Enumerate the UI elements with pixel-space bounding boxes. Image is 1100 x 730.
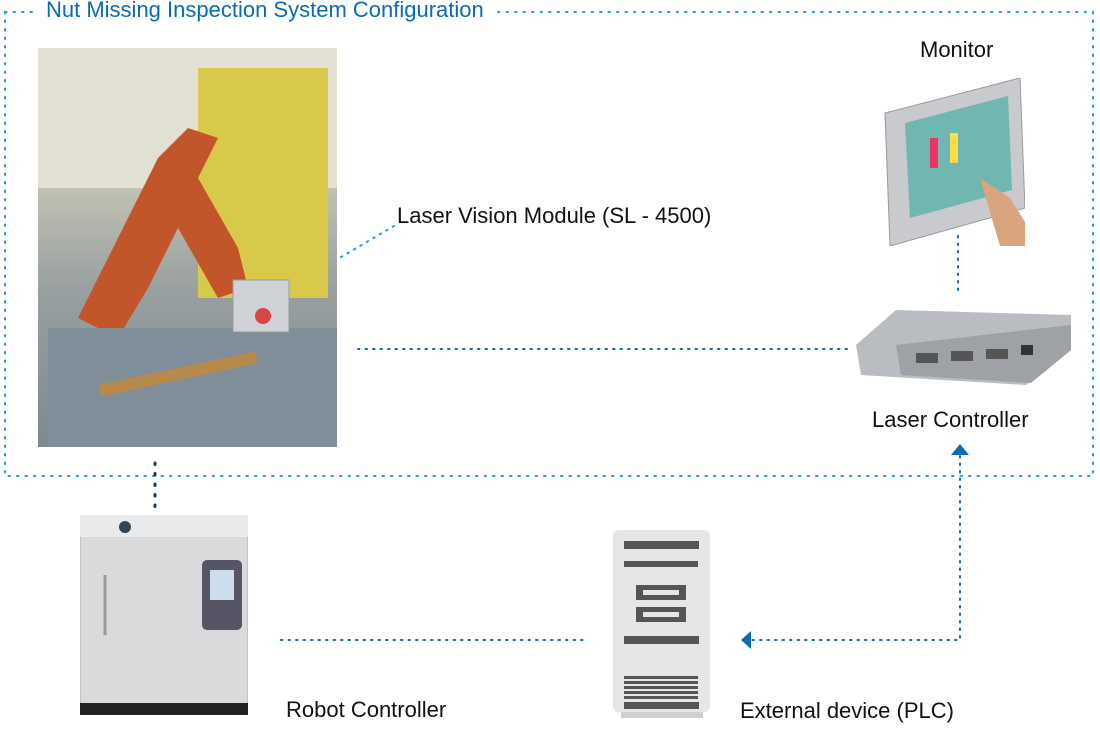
laser-controller-image <box>856 305 1076 391</box>
robot-controller-label: Robot Controller <box>286 697 447 722</box>
diagram-title: Nut Missing Inspection System Configurat… <box>38 0 492 23</box>
laser-vision-module-label: Laser Vision Module (SL - 4500) <box>397 203 712 228</box>
external-device-label: External device (PLC) <box>740 698 954 723</box>
plc-controller-link <box>749 455 961 641</box>
plc-icon <box>613 530 713 730</box>
robot-controller-image <box>79 514 249 715</box>
system-boundary <box>4 11 1094 477</box>
arrow-left-icon <box>741 631 751 649</box>
arrow-up-icon <box>951 444 969 455</box>
monitor-label: Monitor <box>920 37 994 62</box>
robot-photo <box>38 48 337 448</box>
monitor-image <box>880 77 1040 247</box>
laser-controller-label: Laser Controller <box>872 407 1029 432</box>
